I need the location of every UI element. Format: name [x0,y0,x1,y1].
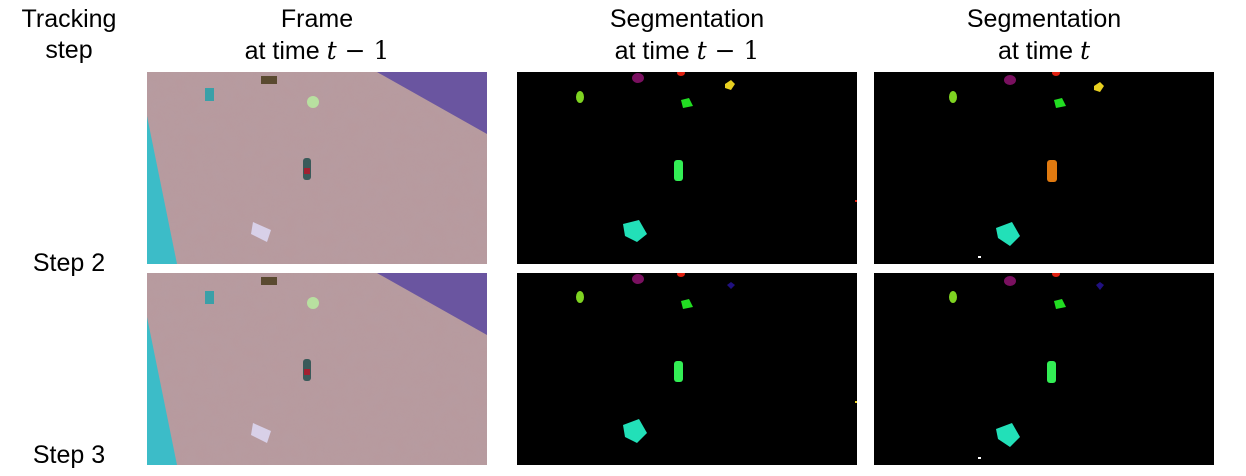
segment-red [677,273,685,277]
water-region [147,116,177,264]
segment-magenta [1004,276,1016,286]
segment-magenta [632,73,644,83]
segment-green [1054,98,1066,108]
purple-floor-region [377,72,487,134]
segment-bottle [674,361,683,382]
segment-lime [949,291,957,303]
segment-bottle [1047,160,1057,182]
segment-red [1052,273,1060,277]
segmentation-prev-step-2 [517,72,857,264]
header-frame: Frame at time t − 1 [244,5,390,65]
segment-car [623,220,647,242]
segment-magenta [1004,75,1016,85]
segment-yellow [1094,82,1104,92]
segment-green [1054,299,1066,309]
segment-red [677,72,685,76]
segment-bottle [1047,361,1056,383]
segment-magenta [632,274,644,284]
header-segmentation-prev: Segmentation at time t − 1 [609,5,765,65]
segmentation-curr-step-3 [874,273,1214,465]
segment-navy [727,282,735,289]
header-segmentation-curr: Segmentation at time t [966,5,1122,65]
header-tracking-step: Tracking step [21,5,117,64]
segment-car [996,423,1020,447]
frame-image-step-2 [147,72,487,264]
row-label-step-3: Step 3 [32,441,106,469]
row-label-step-2: Step 2 [32,249,106,277]
segmentation-prev-step-3 [517,273,857,465]
segment-red [1052,72,1060,76]
segment-lime [949,91,957,103]
segment-car [623,419,647,443]
segment-lime [576,91,584,103]
purple-floor-region [377,273,487,335]
water-region [147,317,177,465]
segment-car [996,222,1020,246]
frame-image-step-3 [147,273,487,465]
segment-bottle [674,160,683,181]
segment-yellow [725,80,735,90]
segment-green [681,98,693,108]
segment-navy [1096,282,1104,290]
segment-lime [576,291,584,303]
segmentation-curr-step-2 [874,72,1214,264]
book-object [261,76,277,84]
car-object [251,222,271,242]
ball-object [307,96,319,108]
book-object [261,277,277,285]
car-object [251,423,271,443]
segment-green [681,299,693,309]
ball-object [307,297,319,309]
box-object [205,291,214,304]
box-object [205,88,214,101]
